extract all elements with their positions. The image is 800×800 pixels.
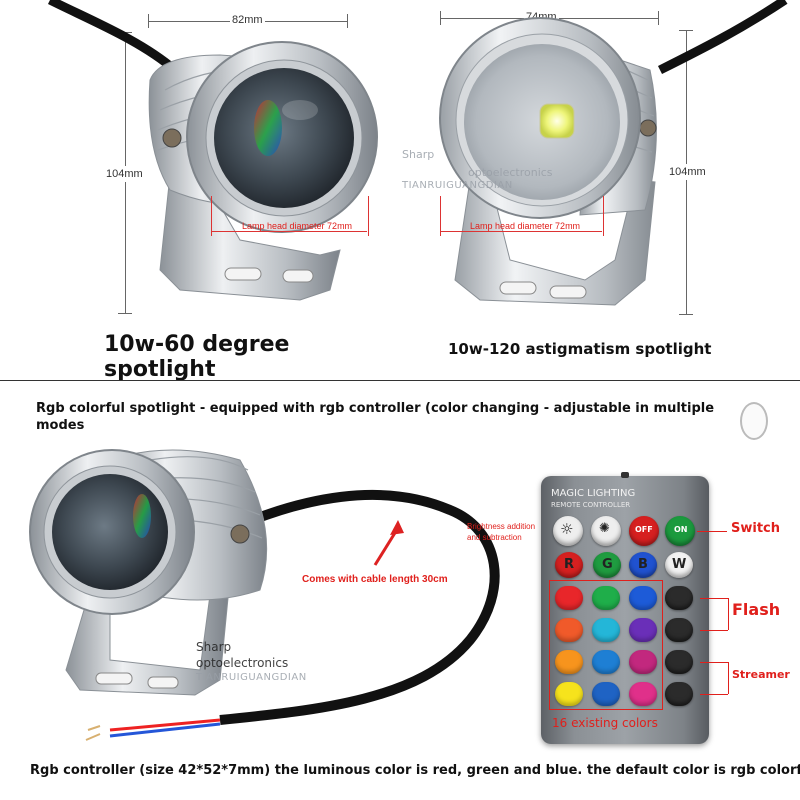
- streamer-pointer: [700, 694, 728, 695]
- flash-button[interactable]: [665, 586, 693, 610]
- rgb-remote-control: MAGIC LIGHTING REMOTE CONTROLLER ☼ ✺ OFF…: [541, 472, 709, 744]
- off-button[interactable]: OFF: [629, 516, 659, 546]
- watermark-tianrui: TIANRUIGUANGDIAN: [402, 180, 513, 191]
- spotlight-60-image: [47, 0, 378, 301]
- footer-caption: Rgb controller (size 42*52*7mm) the lumi…: [30, 763, 800, 778]
- dim-tick: [118, 313, 132, 314]
- flash-pointer: [700, 630, 728, 631]
- color-key-button[interactable]: [555, 682, 583, 706]
- on-label: ON: [674, 525, 688, 534]
- height-label: 104mm: [106, 166, 143, 182]
- width-label: 82mm: [230, 14, 265, 26]
- dim-tick: [347, 14, 348, 28]
- lamp-diameter-bracket: [440, 196, 604, 236]
- lamp-diameter-line: [440, 231, 602, 232]
- off-label: OFF: [635, 525, 653, 534]
- color-key-button[interactable]: [555, 586, 583, 610]
- watermark-sharp: Sharp: [402, 148, 435, 161]
- lamp-diameter-note: Lamp head diameter 72mm: [242, 221, 353, 231]
- watermark-tianrui: TIANRUIGUANGDIAN: [196, 672, 307, 683]
- rgb-section-heading: Rgb colorful spotlight - equipped with r…: [36, 401, 715, 433]
- smooth-button[interactable]: [665, 682, 693, 706]
- white-label: W: [672, 557, 687, 572]
- product-right-area: 74mm 104mm Sharp opto: [400, 0, 800, 380]
- streamer-pointer: [700, 662, 728, 663]
- color-key-button[interactable]: [592, 650, 620, 674]
- flash-pointer: [700, 598, 728, 599]
- colors-annotation: 16 existing colors: [552, 716, 658, 730]
- switch-annotation: Switch: [731, 521, 781, 536]
- spotlight-120-image: [439, 0, 788, 306]
- color-keys-frame: [549, 580, 663, 710]
- lamp-diameter-bracket: [211, 196, 369, 236]
- dim-tick: [679, 30, 693, 31]
- cable-length-note: Comes with cable length 30cm: [302, 574, 448, 585]
- streamer-annotation: Streamer: [732, 668, 790, 681]
- color-key-button[interactable]: [629, 650, 657, 674]
- color-key-button[interactable]: [555, 650, 583, 674]
- green-label: G: [602, 557, 613, 572]
- color-key-button[interactable]: [629, 586, 657, 610]
- brightness-up-button[interactable]: ☼: [553, 516, 583, 546]
- strobe-button[interactable]: [665, 618, 693, 642]
- color-key-button[interactable]: [555, 618, 583, 642]
- color-key-button[interactable]: [592, 618, 620, 642]
- green-button[interactable]: G: [593, 552, 621, 578]
- blue-label: B: [638, 557, 648, 572]
- red-button[interactable]: R: [555, 552, 583, 578]
- blue-button[interactable]: B: [629, 552, 657, 578]
- streamer-bracket: [728, 662, 729, 694]
- flash-bracket: [728, 598, 729, 630]
- color-key-button[interactable]: [592, 586, 620, 610]
- brightness-annotation: Brightness addition and subtraction: [467, 522, 536, 542]
- lamp-diameter-note: Lamp head diameter 72mm: [470, 221, 581, 231]
- product-left-area: 82mm 104mm: [0, 0, 400, 382]
- remote-brand: MAGIC LIGHTING: [551, 488, 636, 499]
- switch-pointer: [697, 531, 727, 532]
- section-divider: [0, 380, 800, 381]
- dim-tick: [679, 314, 693, 315]
- height-label: 104mm: [669, 164, 706, 180]
- remote-brand-sub: REMOTE CONTROLLER: [551, 501, 631, 509]
- watermark-optoelectronics: optoelectronics: [468, 166, 553, 179]
- product-title-120: 10w-120 astigmatism spotlight: [448, 340, 712, 358]
- droplet-icon: [740, 402, 768, 440]
- watermark-sharp: Sharp: [196, 640, 232, 654]
- rgb-spotlight-image: [29, 449, 500, 741]
- dim-tick: [440, 11, 441, 25]
- dim-tick: [148, 14, 149, 28]
- color-key-button[interactable]: [629, 682, 657, 706]
- product-title-60: 10w-60 degree spotlight: [104, 332, 290, 382]
- fade-button[interactable]: [665, 650, 693, 674]
- brightness-down-button[interactable]: ✺: [591, 516, 621, 546]
- brightness-down-icon: ✺: [599, 521, 610, 536]
- ir-emitter: [621, 472, 629, 478]
- watermark-optoelectronics: optoelectronics: [196, 656, 289, 670]
- dim-tick: [658, 11, 659, 25]
- flash-annotation: Flash: [732, 600, 781, 619]
- lamp-diameter-line: [211, 231, 367, 232]
- red-label: R: [564, 557, 575, 572]
- white-button[interactable]: W: [665, 552, 693, 578]
- brightness-up-icon: ☼: [560, 520, 574, 538]
- color-key-button[interactable]: [629, 618, 657, 642]
- color-key-button[interactable]: [592, 682, 620, 706]
- on-button[interactable]: ON: [665, 516, 695, 546]
